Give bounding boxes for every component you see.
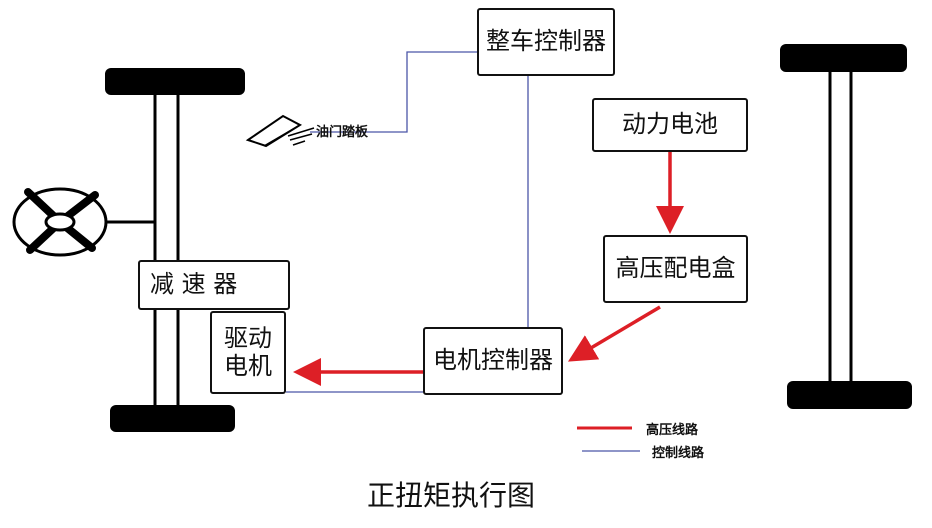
battery-label: 动力电池 — [622, 110, 718, 139]
pdu-label: 高压配电盒 — [615, 254, 736, 283]
vcu-box: 整车控制器 — [477, 8, 615, 76]
right-axle — [780, 44, 912, 409]
motor-label-line1: 驱动 — [224, 323, 272, 352]
battery-box: 动力电池 — [592, 98, 748, 152]
pedal-to-vcu-line — [310, 51, 477, 133]
vcu-label: 整车控制器 — [486, 27, 606, 56]
legend-control-label: 控制线路 — [652, 446, 705, 461]
motor-label-line2: 电机 — [224, 351, 272, 380]
high-voltage-lines — [293, 152, 684, 386]
legend-high-voltage-label: 高压线路 — [646, 423, 699, 438]
left-top-wheel — [105, 68, 245, 95]
left-axle — [105, 68, 245, 432]
right-bottom-wheel — [787, 381, 912, 409]
diagram-caption: 正扭矩执行图 — [367, 479, 536, 512]
pdu-to-mcu-line — [567, 305, 661, 362]
pdu-box: 高压配电盒 — [603, 235, 748, 303]
mcu-label: 电机控制器 — [433, 346, 553, 375]
left-bottom-wheel — [110, 405, 235, 432]
reducer-box: 减 速 器 — [138, 260, 290, 310]
control-lines — [286, 51, 529, 393]
pedal-label: 油门踏板 — [316, 125, 369, 140]
motor-box: 驱动 电机 — [210, 311, 286, 394]
reducer-label: 减 速 器 — [150, 270, 238, 299]
mcu-box: 电机控制器 — [423, 327, 563, 395]
steering-wheel-icon — [12, 187, 155, 257]
right-top-wheel — [780, 44, 907, 72]
pedal-icon — [245, 114, 315, 148]
